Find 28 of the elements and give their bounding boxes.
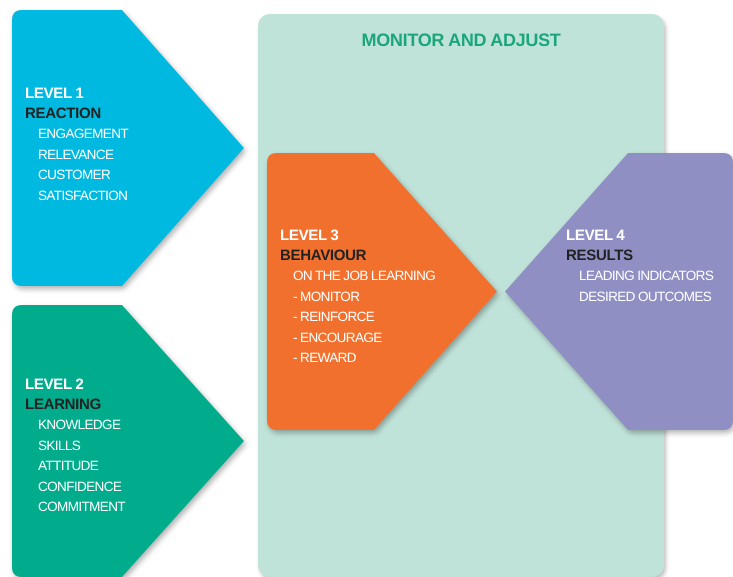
list-item: CONFIDENCE (38, 478, 122, 496)
list-item: - REINFORCE (293, 308, 376, 326)
list-item: ON THE JOB LEARNING (293, 267, 436, 285)
list-item: - ENCOURAGE (293, 328, 383, 346)
list-item: ATTITUDE (38, 457, 100, 475)
list-item: DESIRED OUTCOMES (579, 288, 712, 306)
chevron-shape (12, 10, 244, 286)
level-heading: LEVEL 1 (25, 84, 84, 104)
level-heading: LEVEL 4 (566, 226, 626, 246)
list-item: RELEVANCE (38, 146, 114, 164)
list-item: ENGAGEMENT (38, 125, 130, 143)
level-title: BEHAVIOUR (280, 246, 368, 266)
level-heading: LEVEL 3 (280, 226, 340, 246)
list-item: COMMITMENT (38, 498, 125, 516)
level-title: LEARNING (25, 395, 102, 415)
level-title: REACTION (25, 104, 102, 124)
chevron-shape (12, 305, 244, 577)
list-item: SKILLS (38, 436, 82, 454)
list-item: LEADING INDICATORS (579, 267, 714, 285)
list-item: KNOWLEDGE (38, 416, 122, 434)
panel-title: MONITOR AND ADJUST (360, 30, 562, 51)
list-item: - MONITOR (293, 288, 360, 306)
level-title: RESULTS (566, 246, 634, 266)
chevron-shape (505, 153, 733, 430)
list-item: - REWARD (293, 349, 357, 367)
level-heading: LEVEL 2 (25, 375, 84, 395)
chevron-shape (267, 153, 497, 430)
list-item: CUSTOMER SATISFACTION (38, 166, 128, 204)
